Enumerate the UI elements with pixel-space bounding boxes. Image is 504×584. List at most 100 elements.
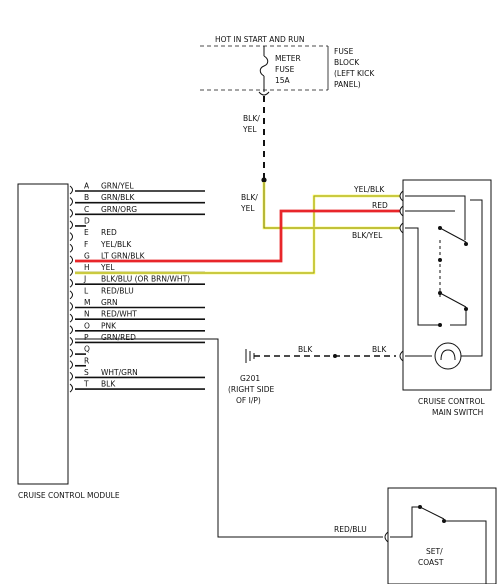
blk-yel-wire-outline [263,182,400,229]
module-pin-t: T BLK [69,380,205,393]
pin-wire-label: GRN/ORG [101,205,137,214]
junction-label-line2: YEL [240,204,255,213]
switch-contact-icon [438,258,442,262]
module-pin-j: J BLK/BLU (OR BRN/WHT) [69,275,205,288]
pin-connector-icon [69,278,73,288]
pin-wire-label: WHT/GRN [101,368,138,377]
module-pin-b: B GRN/BLK [69,193,205,207]
connector-icon-red [399,205,404,217]
switch-internal-wire-1 [405,195,466,240]
pin-letter: A [84,182,90,191]
pin-letter: D [84,216,90,225]
fuse-symbol [259,55,269,77]
set-coast-label-line2: COAST [418,558,444,567]
pin-letter: J [83,275,86,284]
indicator-lamp-icon [434,342,462,370]
fuse-connector-icon [258,91,270,96]
connector-icon-blkyel [399,222,404,234]
pin-connector-icon [69,290,73,300]
splice-junction-dot [261,177,267,183]
pin-connector-icon [69,243,73,253]
switch-blade-1 [439,227,467,243]
red-wire [75,209,400,263]
switch-internal-wire-4 [450,309,467,326]
module-pin-p: P GRN/RED [69,333,205,346]
pin-wire-label: GRN [101,298,118,307]
pin-connector-icon [69,267,73,276]
pin-wire-label: RED/BLU [101,286,134,295]
ground-label-line1: G201 [240,374,260,383]
yel-blk-wire-outline [75,195,400,274]
pin-connector-icon [69,348,73,358]
meter-fuse-label-line2: FUSE [275,65,295,74]
fuse-block-label-line1: FUSE [334,47,354,56]
pin-letter: R [84,356,89,365]
connector-icon-yelblk [399,190,404,202]
fuse-block-section: HOT IN START AND RUN METER FUSE 15A FUSE… [200,35,375,96]
pin-letter: B [84,193,89,202]
fuse-block-label-line2: BLOCK [334,58,360,67]
pin-wire-label: BLK [101,380,116,389]
set-coast-switch-blade [419,506,445,520]
module-pin-a: A GRN/YEL [69,182,205,195]
pin-letter: Q [84,345,90,354]
pin-connector-icon [69,313,73,323]
main-switch-wire-label-red: RED [372,201,388,210]
pin-wire-label: RED/WHT [101,310,137,319]
main-switch-wire-label-yelblk: YEL/BLK [353,185,385,194]
ground-label-line2: (RIGHT SIDE [228,385,275,394]
module-pin-m: M GRN [69,298,205,311]
pin-letter: M [84,298,90,307]
module-pin-q: Q [69,345,90,358]
pin-letter: T [83,380,89,389]
pin-wire-label: GRN/BLK [101,193,135,202]
pin-connector-icon [69,383,73,393]
pin-wire-label: GRN/RED [101,333,136,342]
red-blu-wire [75,338,383,538]
pin-wire-label: PNK [101,321,117,330]
pin-connector-icon [69,208,73,218]
pin-letter: C [84,205,89,214]
pin-letter: E [84,228,89,237]
switch-internal-wire-3 [405,227,440,326]
switch-contact-icon [464,242,468,246]
pin-connector-icon [69,325,73,335]
set-coast-switch-box [387,487,497,584]
switch-contact-icon [438,323,442,327]
main-switch-box [402,179,492,391]
pin-connector-icon [69,337,73,346]
ground-g201: BLK G201 (RIGHT SIDE OF I/P) [228,345,396,405]
pin-connector-icon [69,232,73,241]
ground-label-line3: OF I/P) [236,396,261,405]
pin-connector-icon [69,185,73,195]
fuse-block-label-line3: (LEFT KICK [334,69,375,78]
set-coast-internal-wire [390,506,420,538]
pin-letter: S [84,368,89,377]
pin-letter: P [84,333,89,342]
main-switch-label-line1: CRUISE CONTROL [418,397,485,406]
module-box [17,183,69,485]
main-switch-wire-label-blkyel: BLK/YEL [352,231,383,240]
pin-wire-label: YEL [100,263,115,272]
set-coast-section: RED/BLU SET/ COAST [75,338,497,584]
pin-letter: O [84,321,90,330]
module-pin-c: C GRN/ORG [69,205,205,218]
pin-connector-icon [69,372,73,381]
lamp-filament-icon [440,349,456,361]
pin-connector-icon [69,197,73,207]
pin-wire-label: BLK/BLU (OR BRN/WHT) [101,275,190,284]
set-coast-return-wire [444,520,487,584]
ground-splice-dot [333,354,337,358]
set-coast-label-line1: SET/ [426,547,443,556]
colored-wires [75,182,400,275]
ground-wire-label: BLK [298,345,313,354]
pin-letter: F [84,240,88,249]
connector-icon-blk [399,350,404,362]
pin-wire-label: GRN/YEL [101,182,134,191]
